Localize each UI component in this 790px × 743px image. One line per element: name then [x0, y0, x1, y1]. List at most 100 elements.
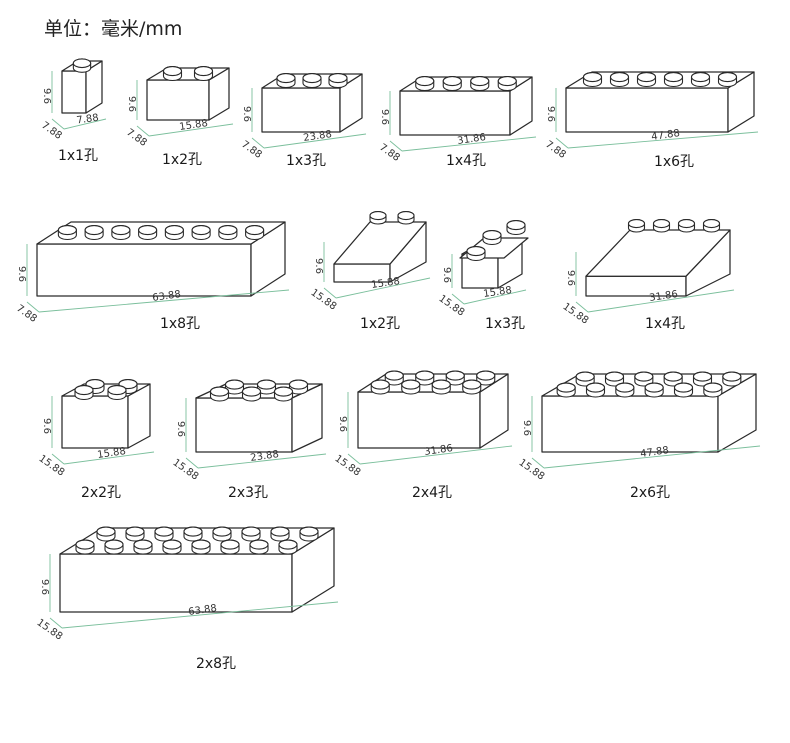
- width-dimension-line: [263, 133, 367, 149]
- stud-top: [276, 73, 296, 84]
- slope-face: [585, 229, 731, 277]
- stud-top: [288, 379, 309, 390]
- stud-top: [107, 384, 127, 396]
- brick-label: 1x2孔: [360, 316, 400, 332]
- stud: [497, 76, 517, 92]
- width-value: 23.88: [250, 449, 280, 464]
- slope-face: [333, 221, 427, 265]
- height-value: 9.6: [175, 421, 186, 437]
- stud: [627, 219, 646, 233]
- depth-value: 15.88: [517, 457, 547, 482]
- stud-top: [717, 72, 738, 83]
- stud-top: [677, 219, 696, 229]
- stud: [397, 211, 415, 225]
- stud-top: [212, 526, 232, 537]
- stud: [299, 526, 319, 542]
- front-face: [59, 553, 293, 613]
- stud-top: [369, 211, 387, 221]
- stud: [75, 539, 95, 555]
- width-value: 7.88: [76, 113, 100, 127]
- depth-dimension-line: [49, 617, 63, 629]
- width-dimension-line: [61, 601, 339, 629]
- stud: [96, 526, 116, 542]
- height-value: 9.6: [39, 579, 50, 595]
- height-value: 9.6: [337, 416, 348, 432]
- stud-top: [191, 225, 211, 236]
- stud: [445, 370, 465, 386]
- stud: [270, 526, 290, 542]
- stud-top: [245, 225, 265, 236]
- stud-top: [384, 370, 404, 381]
- stud-top: [299, 526, 319, 537]
- stud-top: [84, 225, 104, 236]
- stud-top: [609, 72, 630, 83]
- stud-top: [401, 379, 421, 390]
- stud: [104, 539, 124, 555]
- width-value: 31.86: [649, 289, 679, 304]
- depth-dimension-line: [555, 137, 569, 149]
- stud: [482, 230, 502, 246]
- stud: [673, 382, 694, 398]
- stud: [703, 382, 723, 398]
- stud-top: [125, 526, 145, 537]
- stud-top: [96, 526, 116, 537]
- stud: [652, 219, 671, 233]
- stud: [241, 526, 261, 542]
- stud-top: [111, 225, 131, 236]
- stud: [722, 371, 742, 387]
- stud-top: [556, 382, 576, 393]
- width-dimension-line: [63, 451, 155, 465]
- depth-dimension-line: [389, 140, 403, 152]
- depth-dimension-line: [451, 293, 465, 305]
- stud: [470, 76, 490, 92]
- stud-top: [604, 371, 625, 382]
- stud-top: [690, 72, 711, 83]
- stud-top: [57, 225, 77, 236]
- width-dimension-line: [148, 123, 234, 137]
- height-value: 9.6: [41, 418, 52, 434]
- brick-label: 1x1孔: [58, 148, 98, 164]
- front-face: [61, 70, 87, 114]
- stud-top: [273, 386, 294, 397]
- stud-top: [224, 379, 245, 390]
- depth-value: 15.88: [35, 617, 65, 642]
- stud: [74, 384, 94, 401]
- width-dimension-line: [38, 289, 290, 313]
- stud-top: [162, 539, 182, 550]
- stud: [609, 72, 630, 88]
- stud: [384, 370, 404, 386]
- stud-top: [636, 72, 657, 83]
- stud-top: [627, 219, 646, 229]
- stud-top: [218, 225, 238, 236]
- width-value: 47.88: [651, 128, 681, 143]
- stud: [191, 539, 211, 555]
- stud: [636, 72, 657, 88]
- stud: [717, 72, 738, 88]
- stud: [462, 379, 482, 395]
- depth-value: 7.88: [543, 139, 568, 161]
- brick-label: 1x3孔: [485, 316, 525, 332]
- stud: [575, 371, 595, 387]
- stud: [328, 73, 348, 89]
- front-face: [195, 397, 293, 453]
- brick-label: 1x4孔: [446, 153, 486, 169]
- width-dimension-line: [587, 289, 735, 313]
- brick-label: 2x6孔: [630, 485, 670, 501]
- stud-top: [162, 66, 183, 77]
- stud-top: [328, 73, 348, 84]
- front-face: [146, 79, 210, 121]
- stud: [690, 72, 711, 88]
- stud: [125, 526, 145, 542]
- width-value: 15.88: [97, 446, 127, 461]
- stud: [107, 384, 127, 401]
- stud-top: [154, 526, 174, 537]
- depth-value: 7.88: [239, 139, 264, 161]
- stud: [256, 379, 277, 395]
- stud-top: [445, 370, 465, 381]
- depth-dimension-line: [575, 301, 589, 313]
- brick-label: 2x4孔: [412, 485, 452, 501]
